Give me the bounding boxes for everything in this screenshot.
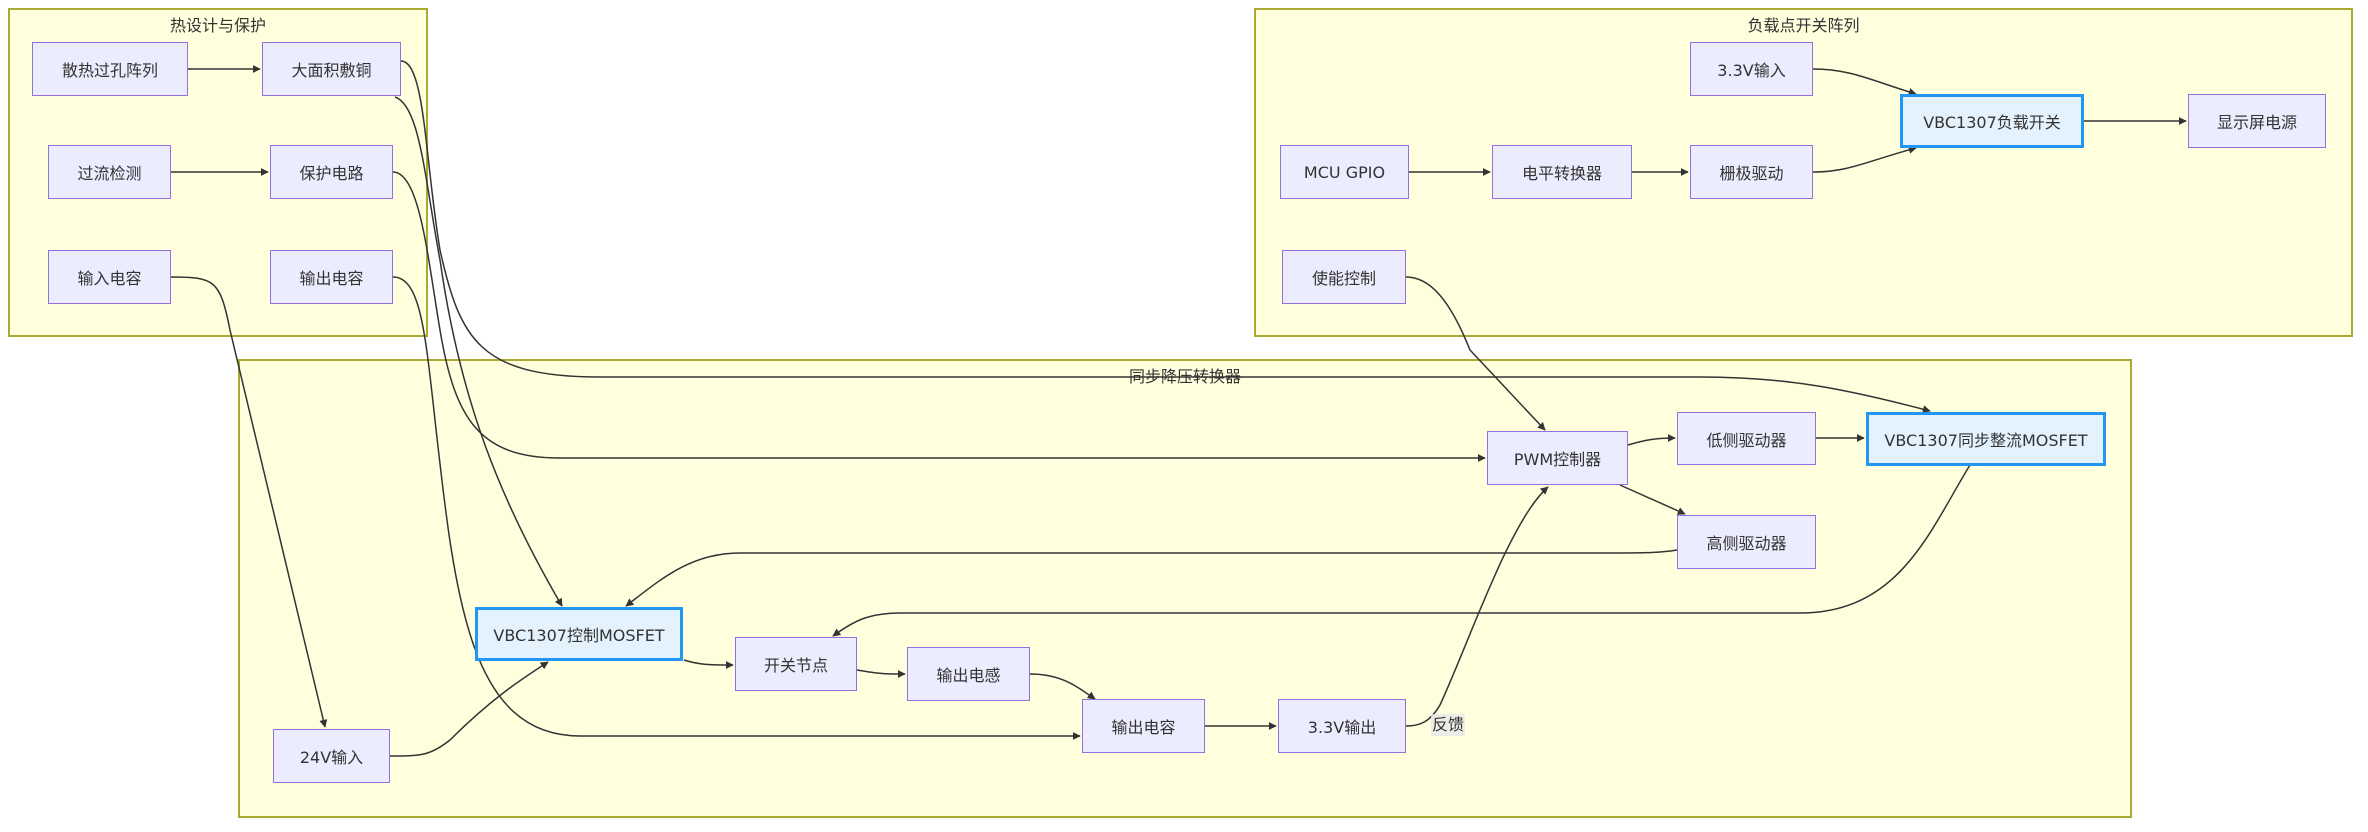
node-output-cap-thermal[interactable]: 输出电容	[270, 250, 393, 304]
node-pwm-controller[interactable]: PWM控制器	[1487, 431, 1628, 485]
node-switch-node[interactable]: 开关节点	[735, 637, 857, 691]
node-label: 大面积敷铜	[291, 61, 372, 80]
node-label: MCU GPIO	[1303, 162, 1386, 182]
node-label: VBC1307同步整流MOSFET	[1884, 431, 2088, 450]
node-display-power[interactable]: 显示屏电源	[2188, 94, 2326, 148]
node-label: 高侧驱动器	[1706, 534, 1787, 553]
node-24v-input[interactable]: 24V输入	[273, 729, 390, 783]
node-via-array[interactable]: 散热过孔阵列	[32, 42, 188, 96]
node-copper-pour[interactable]: 大面积敷铜	[262, 42, 401, 96]
cluster-title: 负载点开关阵列	[1747, 16, 1860, 35]
node-label: 保护电路	[299, 164, 364, 183]
node-control-mosfet[interactable]: VBC1307控制MOSFET	[475, 607, 683, 661]
node-label: 开关节点	[763, 656, 828, 675]
node-output-cap[interactable]: 输出电容	[1082, 699, 1205, 753]
node-label: 低侧驱动器	[1706, 430, 1787, 450]
node-label: 输出电容	[299, 269, 364, 288]
node-protection-circuit[interactable]: 保护电路	[270, 145, 393, 199]
node-enable-control[interactable]: 使能控制	[1282, 250, 1406, 304]
node-label: 使能控制	[1311, 269, 1376, 288]
node-label: VBC1307控制MOSFET	[493, 626, 665, 645]
node-high-side-driver[interactable]: 高侧驱动器	[1677, 515, 1816, 569]
cluster-title: 热设计与保护	[169, 16, 266, 35]
node-label: 24V输入	[299, 748, 364, 767]
edge-label-feedback: 反馈	[1431, 714, 1466, 736]
node-load-switch[interactable]: VBC1307负载开关	[1900, 94, 2084, 148]
node-label: 电平转换器	[1521, 164, 1602, 183]
cluster-title: 同步降压转换器	[1128, 367, 1241, 386]
node-3v3-input[interactable]: 3.3V输入	[1690, 42, 1813, 96]
node-input-cap[interactable]: 输入电容	[48, 250, 171, 304]
node-overcurrent-detect[interactable]: 过流检测	[48, 145, 171, 199]
node-label: PWM控制器	[1513, 450, 1602, 469]
node-label: 输入电容	[77, 269, 142, 288]
node-gate-driver[interactable]: 栅极驱动	[1690, 145, 1813, 199]
node-output-inductor[interactable]: 输出电感	[907, 647, 1030, 701]
node-label: 过流检测	[77, 164, 142, 183]
node-label: 显示屏电源	[2216, 113, 2297, 132]
node-label: 3.3V输出	[1307, 718, 1377, 737]
node-label: 散热过孔阵列	[61, 61, 158, 80]
node-label: VBC1307负载开关	[1923, 113, 2061, 132]
node-mcu-gpio[interactable]: MCU GPIO	[1280, 145, 1409, 199]
node-low-side-driver[interactable]: 低侧驱动器	[1677, 412, 1816, 465]
node-label: 3.3V输入	[1717, 61, 1786, 80]
node-sync-mosfet[interactable]: VBC1307同步整流MOSFET	[1866, 412, 2106, 466]
node-label: 输出电感	[936, 666, 1001, 685]
node-label: 栅极驱动	[1719, 164, 1784, 183]
node-3v3-output[interactable]: 3.3V输出	[1278, 699, 1406, 753]
node-level-shifter[interactable]: 电平转换器	[1492, 145, 1632, 199]
node-label: 输出电容	[1111, 718, 1176, 737]
